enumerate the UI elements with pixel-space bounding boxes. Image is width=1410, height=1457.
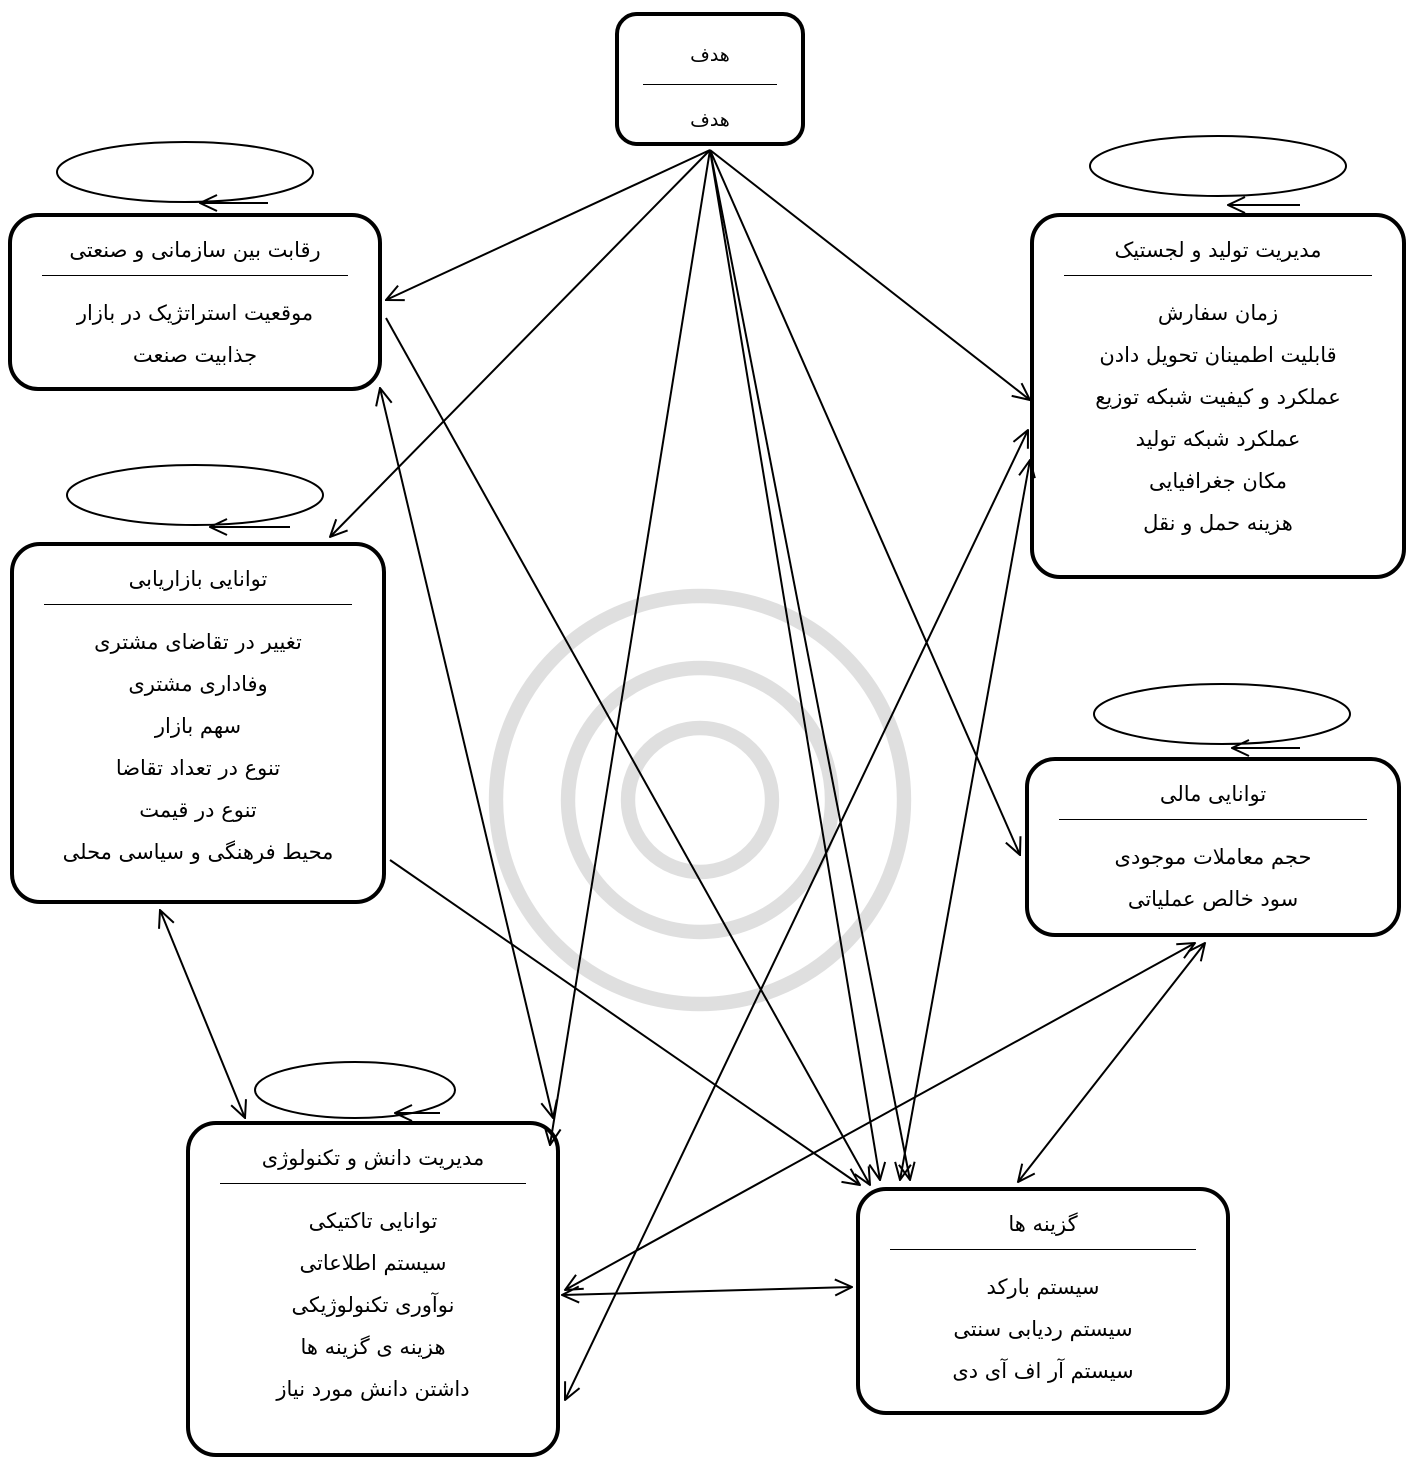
production-box: مدیریت تولید و لجستیک زمان سفارش قابلیت …	[1030, 213, 1406, 579]
goal-items: هدف	[619, 99, 801, 135]
connector-marketing-knowledge	[160, 910, 245, 1118]
goal-title: هدف	[690, 44, 730, 66]
competition-items: موقعیت استراتژیک در بازار جذابیت صنعت	[12, 286, 378, 376]
connector-goal-to-marketing	[330, 149, 711, 537]
financial-item: سود خالص عملیاتی	[1127, 887, 1299, 911]
competition-item: جذابیت صنعت	[132, 343, 258, 367]
marketing-items: تغییر در تقاضای مشتری وفاداری مشتری سهم …	[14, 615, 382, 873]
goal-item: هدف	[690, 109, 730, 131]
alternatives-items: سیستم بارکد سیستم ردیابی سنتی سیستم آر ا…	[860, 1260, 1226, 1392]
production-item: عملکرد و کیفیت شبکه توزیع	[1095, 385, 1341, 409]
knowledge-item: داشتن دانش مورد نیاز	[276, 1377, 470, 1401]
connector-goal-to-knowledge	[550, 149, 711, 1145]
self-loop-competition	[56, 141, 314, 203]
alternatives-box: گزینه ها سیستم بارکد سیستم ردیابی سنتی س…	[856, 1187, 1230, 1415]
knowledge-item: سیستم اطلاعاتی	[299, 1251, 447, 1275]
goal-box: هدف هدف	[615, 12, 805, 146]
production-divider	[1064, 275, 1372, 276]
goal-divider	[643, 84, 777, 85]
knowledge-item: نوآوری تکنولوژیکی	[291, 1293, 455, 1317]
production-items: زمان سفارش قابلیت اطمینان تحویل دادن عمل…	[1034, 286, 1402, 544]
marketing-item: سهم بازار	[154, 714, 242, 738]
alternatives-item: سیستم ردیابی سنتی	[953, 1317, 1133, 1341]
financial-title: توانایی مالی	[1159, 782, 1267, 806]
financial-items: حجم معاملات موجودی سود خالص عملیاتی	[1029, 830, 1397, 920]
connector-production-alternatives	[900, 460, 1030, 1180]
connector-goal-to-financial	[709, 149, 1020, 855]
competition-title: رقابت بین سازمانی و صنعتی	[69, 238, 321, 262]
marketing-item: تغییر در تقاضای مشتری	[94, 630, 302, 654]
connector-goal-to-competition	[386, 149, 711, 300]
marketing-box: توانایی بازاریابی تغییر در تقاضای مشتری …	[10, 542, 386, 904]
marketing-item: محیط فرهنگی و سیاسی محلی	[62, 840, 334, 864]
production-title: مدیریت تولید و لجستیک	[1114, 238, 1322, 262]
self-loop-knowledge	[254, 1061, 456, 1119]
financial-box: توانایی مالی حجم معاملات موجودی سود خالص…	[1025, 757, 1401, 937]
production-item: مکان جغرافیایی	[1149, 469, 1287, 493]
alternatives-title: گزینه ها	[1008, 1212, 1078, 1236]
competition-box: رقابت بین سازمانی و صنعتی موقعیت استراتژ…	[8, 213, 382, 391]
marketing-item: تنوع در تعداد تقاضا	[115, 756, 281, 780]
financial-divider	[1059, 819, 1367, 820]
knowledge-item: توانایی تاکتیکی	[308, 1209, 438, 1233]
knowledge-title: مدیریت دانش و تکنولوژی	[261, 1146, 485, 1170]
alternatives-item: سیستم بارکد	[986, 1275, 1100, 1299]
knowledge-items: توانایی تاکتیکی سیستم اطلاعاتی نوآوری تک…	[190, 1194, 556, 1410]
production-item: قابلیت اطمینان تحویل دادن	[1099, 343, 1337, 367]
marketing-item: وفاداری مشتری	[128, 672, 268, 696]
connector-goal-to-alternatives-a	[709, 149, 880, 1180]
production-item: زمان سفارش	[1157, 301, 1279, 325]
self-loop-marketing	[66, 464, 324, 526]
alternatives-item: سیستم آر اف آی دی	[952, 1359, 1134, 1383]
knowledge-box: مدیریت دانش و تکنولوژی توانایی تاکتیکی س…	[186, 1121, 560, 1457]
production-item: عملکرد شبکه تولید	[1135, 427, 1301, 451]
self-loop-production	[1089, 135, 1347, 197]
connector-goal-to-alternatives-b	[709, 149, 910, 1180]
production-item: هزینه حمل و نقل	[1143, 511, 1293, 535]
self-loop-financial	[1093, 683, 1351, 745]
competition-item: موقعیت استراتژیک در بازار	[76, 301, 314, 325]
financial-item: حجم معاملات موجودی	[1114, 845, 1312, 869]
marketing-item: تنوع در قیمت	[139, 798, 257, 822]
alternatives-divider	[890, 1249, 1196, 1250]
connector-competition-knowledge	[380, 388, 553, 1118]
competition-divider	[42, 275, 348, 276]
knowledge-divider	[220, 1183, 526, 1184]
marketing-divider	[44, 604, 352, 605]
marketing-title: توانایی بازاریابی	[128, 567, 268, 591]
connector-goal-to-production	[709, 149, 1030, 400]
connector-competition-to-alternatives	[385, 317, 870, 1185]
connector-financial-alternatives	[1018, 943, 1205, 1182]
knowledge-item: هزینه ی گزینه ها	[300, 1335, 446, 1359]
connector-knowledge-alternatives	[562, 1287, 852, 1295]
